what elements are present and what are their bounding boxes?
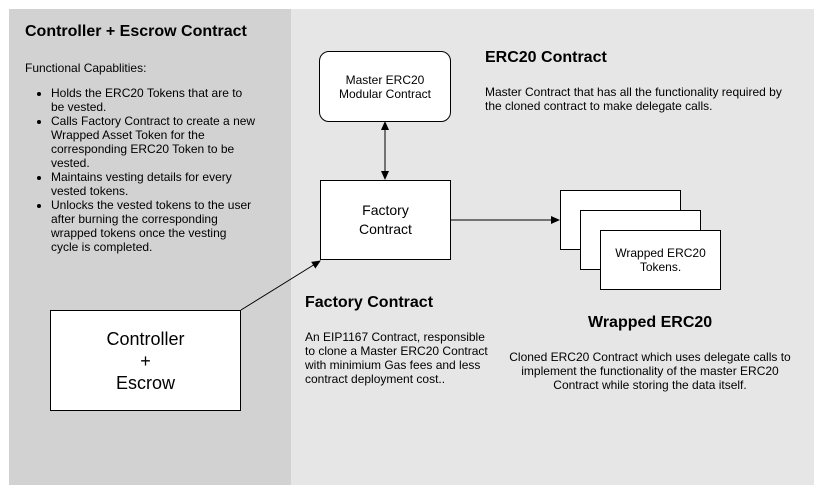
factory-contract-title: Factory Contract: [305, 294, 434, 311]
capability-item: Unlocks the vested tokens to the user af…: [51, 198, 257, 254]
capability-item: Holds the ERC20 Tokens that are to be ve…: [51, 86, 257, 114]
controller-escrow-title: Controller + Escrow Contract: [25, 23, 247, 40]
wrapped-erc20-label: Wrapped ERC20: [615, 246, 706, 260]
capability-item: Calls Factory Contract to create a new W…: [51, 114, 257, 170]
tokens-label: Tokens.: [639, 260, 682, 274]
wrapped-erc20-desc: Cloned ERC20 Contract which uses delegat…: [509, 350, 791, 392]
capabilities-label: Functional Capablities:: [25, 61, 147, 75]
controller-to-factory-arrow: [240, 260, 321, 311]
factory-contract-desc: An EIP1167 Contract, responsible to clon…: [305, 330, 488, 386]
plus-label: +: [140, 350, 151, 371]
modular-contract-label: Modular Contract: [338, 86, 432, 101]
factory-label: Factory: [362, 202, 409, 218]
master-erc20-box: Master ERC20 Modular Contract: [319, 51, 451, 122]
capabilities-list: Holds the ERC20 Tokens that are to be ve…: [33, 86, 257, 254]
erc20-contract-title: ERC20 Contract: [485, 49, 607, 66]
capability-item: Maintains vesting details for every vest…: [51, 170, 257, 198]
escrow-label: Escrow: [115, 372, 175, 393]
master-erc20-label: Master ERC20: [345, 72, 425, 87]
controller-escrow-box: Controller + Escrow: [50, 310, 241, 411]
controller-label: Controller: [106, 328, 185, 349]
erc20-contract-desc: Master Contract that has all the functio…: [485, 85, 782, 113]
wrapped-token-box-front: Wrapped ERC20 Tokens.: [600, 230, 721, 290]
contract-label: Contract: [359, 221, 412, 237]
wrapped-erc20-title: Wrapped ERC20: [588, 314, 713, 331]
factory-contract-box: Factory Contract: [320, 180, 451, 260]
